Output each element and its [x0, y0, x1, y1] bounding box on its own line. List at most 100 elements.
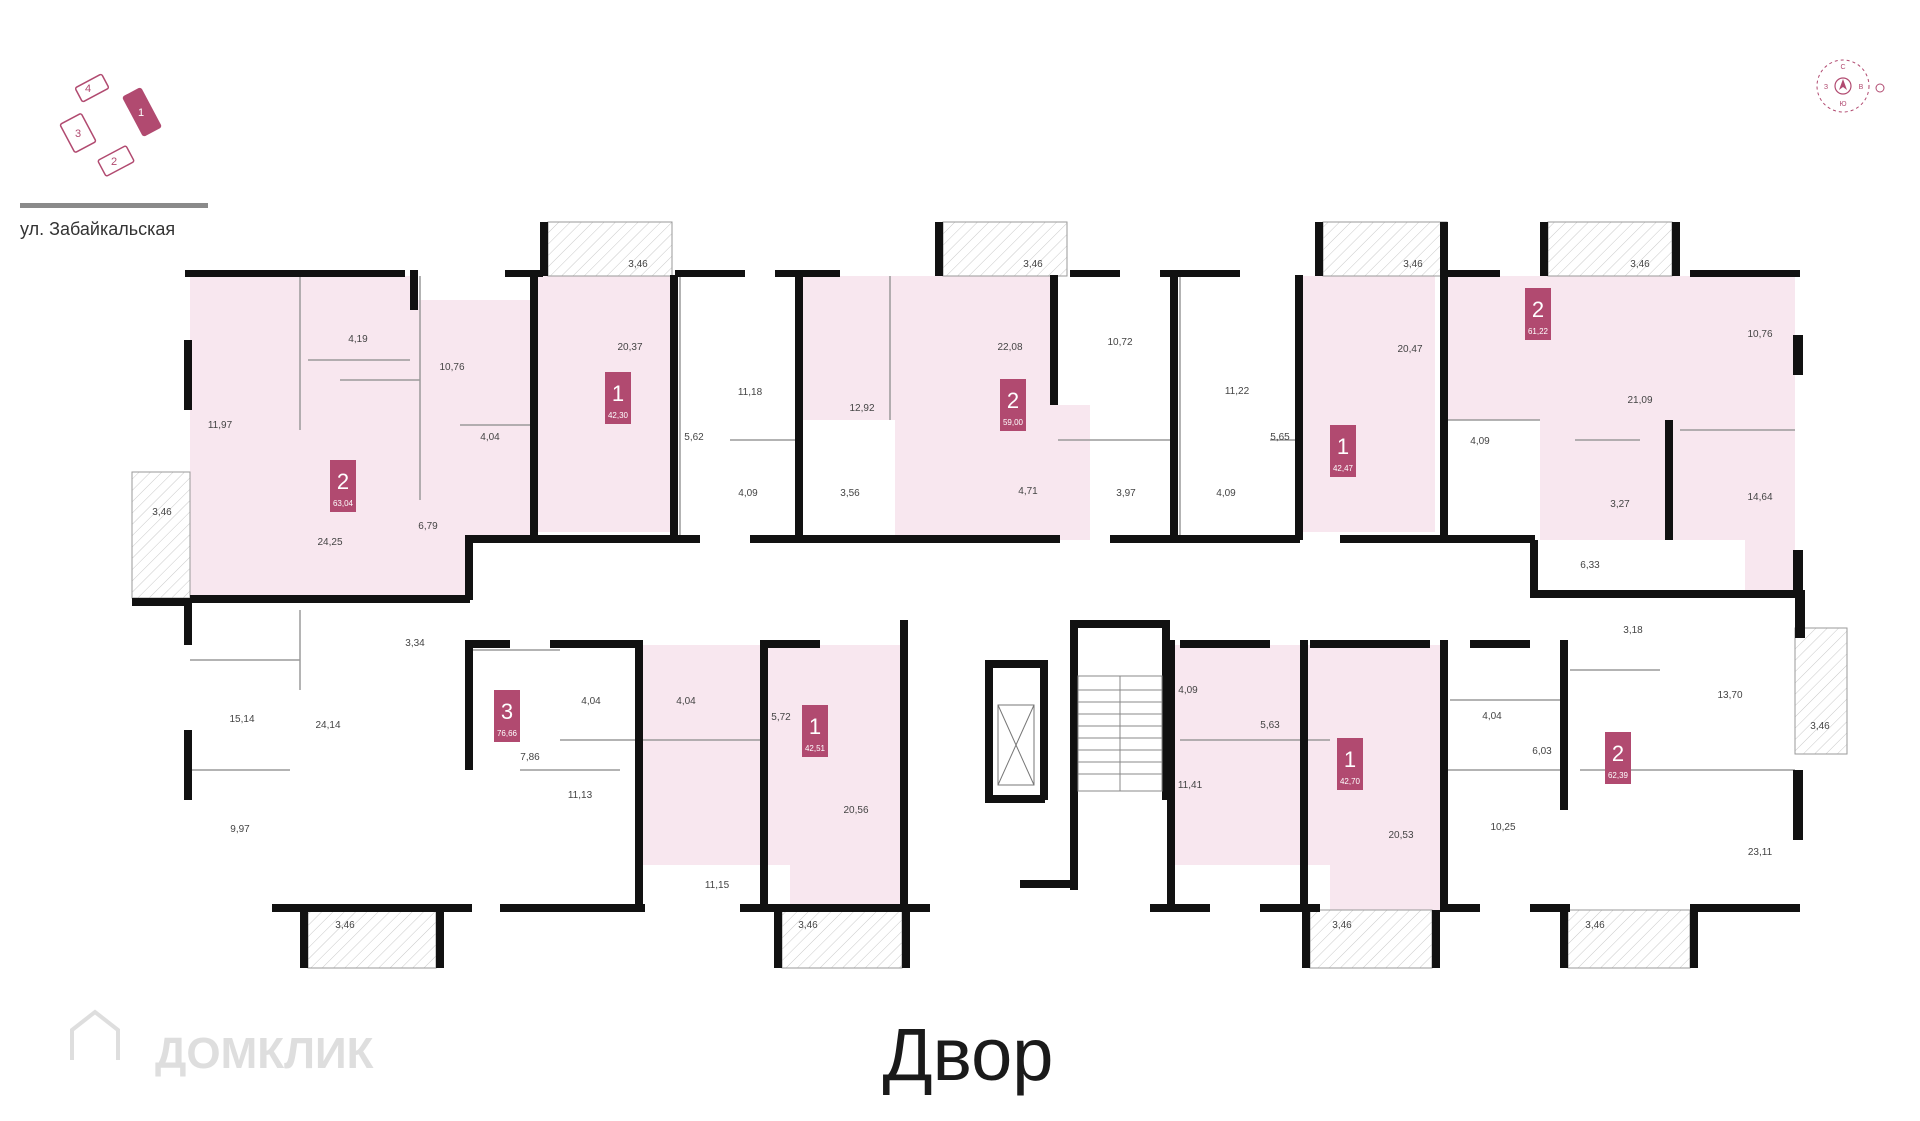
room-area: 4,04 [480, 432, 500, 443]
room-area: 14,64 [1747, 492, 1772, 503]
room-area: 20,56 [843, 805, 868, 816]
stairwell [1077, 675, 1163, 792]
yard-label: Двор [883, 1013, 1054, 1096]
room-area: 7,86 [520, 752, 540, 763]
room-area: 10,76 [1747, 329, 1772, 340]
room-area: 5,63 [1260, 720, 1280, 731]
apartment-rooms: 1 [1337, 434, 1349, 459]
room-area: 3,46 [628, 259, 648, 270]
room-area: 21,09 [1627, 395, 1652, 406]
apartment-rooms: 2 [1007, 388, 1019, 413]
room-area: 4,09 [1470, 436, 1490, 447]
compass-icon: С З В Ю [1816, 59, 1885, 113]
room-area: 15,14 [229, 714, 254, 725]
room-area: 20,53 [1388, 830, 1413, 841]
room-area: 11,15 [705, 880, 730, 891]
room-area: 11,18 [738, 387, 763, 398]
room-area: 11,41 [1178, 780, 1203, 791]
room-area: 6,33 [1580, 560, 1600, 571]
apartment-area: 59,00 [1003, 418, 1024, 427]
apartment-badge-a8: 1 42,70 [1337, 738, 1363, 790]
apartment-rooms: 2 [1612, 741, 1624, 766]
room-area: 3,46 [1810, 721, 1830, 732]
apartment-rooms: 1 [612, 381, 624, 406]
apartment-area: 42,30 [608, 411, 629, 420]
room-area: 3,46 [335, 920, 355, 931]
room-area: 4,09 [738, 488, 758, 499]
balconies [131, 221, 1848, 969]
site-plan: 4 1 3 2 [59, 73, 162, 177]
room-area: 24,25 [317, 537, 342, 548]
room-area: 24,14 [315, 720, 340, 731]
room-area: 10,76 [439, 362, 464, 373]
compass-west: З [1824, 84, 1828, 91]
walls [132, 222, 1805, 968]
apartment-rooms: 3 [501, 699, 513, 724]
room-area: 20,47 [1397, 344, 1422, 355]
room-area: 4,04 [1482, 711, 1502, 722]
watermark: ДОМКЛИК [70, 1009, 374, 1078]
room-area: 3,46 [1023, 259, 1043, 270]
room-area: 11,22 [1225, 386, 1250, 397]
room-area: 3,46 [1403, 259, 1423, 270]
room-area: 6,79 [418, 521, 438, 532]
compass-south: Ю [1839, 101, 1846, 108]
room-area: 6,03 [1532, 746, 1552, 757]
apartment-badge-a5: 2 61,22 [1525, 288, 1551, 340]
room-area: 13,70 [1717, 690, 1742, 701]
apartment-area: 42,70 [1340, 777, 1361, 786]
apartment-rooms: 2 [1532, 297, 1544, 322]
room-area: 5,65 [1270, 432, 1290, 443]
apartment-badge-a3: 2 59,00 [1000, 379, 1026, 431]
room-area: 5,72 [771, 712, 791, 723]
compass-east: В [1859, 84, 1864, 91]
room-area-labels: 3,46 3,46 3,46 3,46 3,46 11,97 4,19 10,7… [152, 259, 1830, 931]
room-area: 3,46 [798, 920, 818, 931]
apartment-area: 63,04 [333, 499, 354, 508]
room-area: 22,08 [997, 342, 1022, 353]
room-area: 20,37 [617, 342, 642, 353]
apartment-rooms: 1 [809, 714, 821, 739]
room-area: 3,34 [405, 638, 425, 649]
apartment-area: 61,22 [1528, 327, 1549, 336]
street-label: ул. Забайкальская [20, 219, 175, 239]
apartment-fills [190, 276, 1795, 910]
apartment-badge-a7: 1 42,51 [802, 705, 828, 757]
room-area: 4,09 [1178, 685, 1198, 696]
room-area: 3,56 [840, 488, 860, 499]
room-area: 4,04 [676, 696, 696, 707]
apartment-badge-a1: 2 63,04 [330, 460, 356, 512]
compass-north: С [1840, 64, 1845, 71]
room-area: 3,18 [1623, 625, 1643, 636]
apartment-badge-a2: 1 42,30 [605, 372, 631, 424]
apartment-area: 62,39 [1608, 771, 1629, 780]
room-area: 11,13 [568, 790, 593, 801]
apartment-badges: 2 63,04 1 42,30 2 59,00 1 42,47 2 61,22 … [330, 288, 1631, 790]
room-area: 3,46 [1630, 259, 1650, 270]
room-area: 10,25 [1490, 822, 1515, 833]
apartment-rooms: 2 [337, 469, 349, 494]
room-area: 5,62 [684, 432, 704, 443]
site-section-3: 3 [75, 128, 81, 140]
site-section-4: 4 [85, 83, 91, 95]
street-line [20, 203, 208, 208]
room-area: 11,97 [208, 420, 233, 431]
room-area: 12,92 [849, 403, 874, 414]
room-area: 9,97 [230, 824, 250, 835]
apartment-badge-a6: 3 76,66 [494, 690, 520, 742]
room-area: 3,97 [1116, 488, 1136, 499]
apartment-area: 42,47 [1333, 464, 1354, 473]
room-area: 4,71 [1018, 486, 1038, 497]
apartment-badge-a9: 2 62,39 [1605, 732, 1631, 784]
apartment-badge-a4: 1 42,47 [1330, 425, 1356, 477]
apartment-rooms: 1 [1344, 747, 1356, 772]
elevator-icon [997, 704, 1035, 786]
room-area: 4,19 [348, 334, 368, 345]
site-section-2: 2 [111, 156, 117, 168]
watermark-text: ДОМКЛИК [155, 1029, 374, 1078]
room-area: 3,46 [1585, 920, 1605, 931]
apartment-area: 42,51 [805, 744, 826, 753]
apartment-area: 76,66 [497, 729, 518, 738]
room-area: 4,04 [581, 696, 601, 707]
